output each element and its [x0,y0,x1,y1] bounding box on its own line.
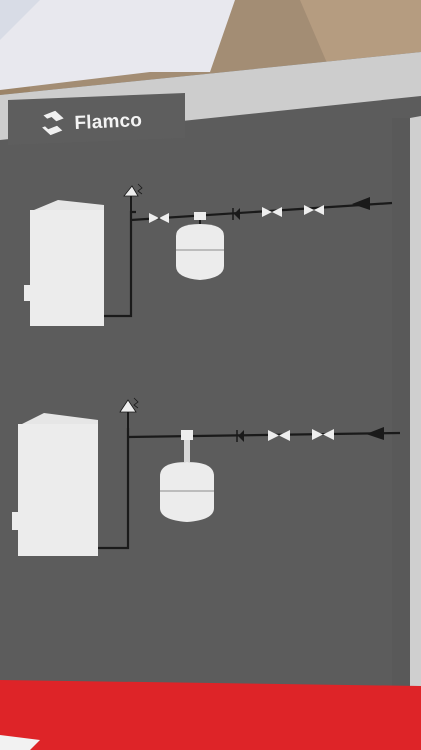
red-band [0,680,421,750]
paper-shadow [0,0,40,40]
check-valve-icon [234,208,240,220]
spring-icon [137,183,143,195]
pipe [130,201,393,222]
side-strip [410,116,421,690]
white-paper [0,0,235,90]
valve-icon [304,205,324,215]
pipe [127,431,401,439]
pipe [104,210,136,318]
expansion-vessel [176,224,224,280]
pipe [98,428,130,550]
boiler-handle [24,285,30,301]
boiler [18,424,98,556]
side-shadow [392,118,410,690]
upper-installation-diagram [24,183,393,326]
boiler-handle [12,512,18,530]
spring-icon [133,397,139,409]
safety-valve-icon [119,399,137,413]
check-valve-icon [238,430,244,442]
red-band-corner [0,735,40,750]
lower-installation-diagram [12,397,401,556]
valve-icon [149,213,169,223]
flow-arrow-icon [366,427,384,440]
safety-valve-icon [123,185,139,197]
vessel-connector [181,430,193,440]
vessel-connector [194,212,206,220]
valve-icon [268,430,290,441]
flamco-brand-name: Flamco [74,110,143,134]
expansion-vessel [160,462,214,522]
flow-arrow-icon [352,197,370,210]
valve-icon [262,207,282,217]
flamco-logo-icon [39,110,64,136]
vessel-pipe [184,440,190,462]
boiler [30,210,104,326]
brochure [0,52,421,750]
valve-icon [312,429,334,440]
